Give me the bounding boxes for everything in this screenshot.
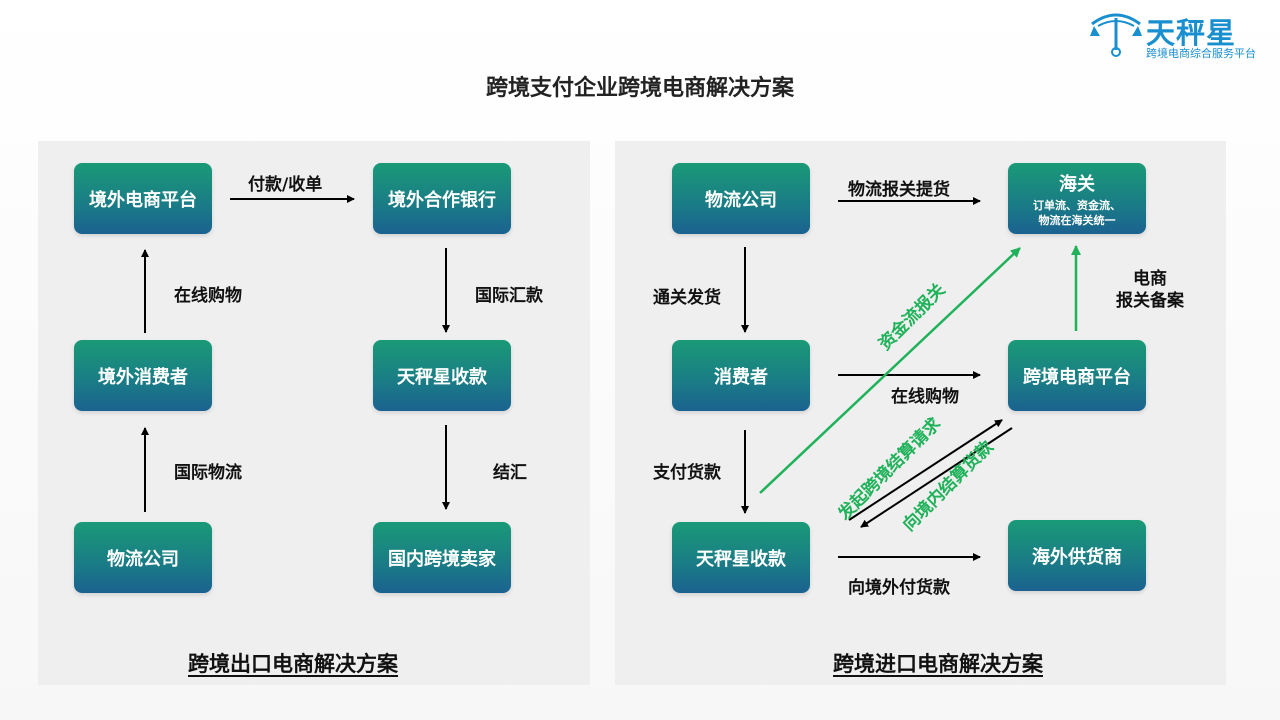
arrow-fund-to-customs xyxy=(759,247,1021,494)
import-caption: 跨境进口电商解决方案 xyxy=(833,652,1043,676)
export-box-platform: 境外电商平台 xyxy=(74,163,212,234)
export-box-collect: 天秤星收款 xyxy=(373,340,511,411)
export-box-logistics-label: 物流公司 xyxy=(107,548,179,570)
export-box-logistics: 物流公司 xyxy=(74,522,212,593)
edge-label-logistics-customs: 物流报关提货 xyxy=(848,180,950,200)
export-caption: 跨境出口电商解决方案 xyxy=(188,652,398,676)
import-box-supplier-label: 海外供货商 xyxy=(1032,546,1122,568)
edge-label-clearance-delivery: 通关发货 xyxy=(653,288,721,308)
export-box-platform-label: 境外电商平台 xyxy=(89,189,197,211)
page-title: 跨境支付企业跨境电商解决方案 xyxy=(485,76,794,101)
scale-logo-icon xyxy=(1090,13,1142,57)
edge-label-pay-overseas: 向境外付货款 xyxy=(848,578,950,598)
export-box-seller: 国内跨境卖家 xyxy=(373,522,511,593)
export-box-seller-label: 国内跨境卖家 xyxy=(388,548,496,570)
edge-label-ecom-filing: 电商 报关备案 xyxy=(1112,268,1188,312)
brand-logo: 天秤星 跨境电商综合服务平台 xyxy=(1088,10,1273,60)
edge-label-ecom-filing-line-1: 电商 xyxy=(1133,269,1167,289)
import-box-logistics-label: 物流公司 xyxy=(705,189,777,211)
import-box-platform-label: 跨境电商平台 xyxy=(1023,366,1131,388)
edge-label-settlement: 结汇 xyxy=(493,463,527,483)
import-box-platform: 跨境电商平台 xyxy=(1008,340,1146,411)
import-box-collect: 天秤星收款 xyxy=(672,522,810,593)
edge-label-intl-logistics: 国际物流 xyxy=(174,463,242,483)
import-box-supplier: 海外供货商 xyxy=(1008,520,1146,591)
import-box-consumer: 消费者 xyxy=(672,340,810,411)
export-box-bank: 境外合作银行 xyxy=(373,163,511,234)
edge-label-online-shopping: 在线购物 xyxy=(174,286,242,306)
logo-subtitle: 跨境电商综合服务平台 xyxy=(1146,47,1256,60)
export-box-consumer-label: 境外消费者 xyxy=(98,366,188,388)
import-box-collect-label: 天秤星收款 xyxy=(696,548,786,570)
edge-label-intl-remit: 国际汇款 xyxy=(475,286,543,306)
import-box-logistics: 物流公司 xyxy=(672,163,810,234)
edge-label-ecom-filing-line-2: 报关备案 xyxy=(1116,291,1184,311)
import-box-customs: 海关 订单流、资金流、 物流在海关统一 xyxy=(1008,163,1146,234)
logo-name: 天秤星 xyxy=(1146,16,1237,50)
edge-label-online-shopping-import: 在线购物 xyxy=(891,387,959,407)
arrow-collect-to-platform xyxy=(848,419,1003,521)
arrow-platform-to-collect xyxy=(860,427,1013,528)
edge-label-pay-goods: 支付货款 xyxy=(653,463,721,483)
export-box-bank-label: 境外合作银行 xyxy=(388,189,496,211)
import-box-consumer-label: 消费者 xyxy=(714,366,768,388)
import-box-customs-note-2: 物流在海关统一 xyxy=(1038,213,1116,227)
edge-label-payment: 付款/收单 xyxy=(248,175,323,195)
export-box-collect-label: 天秤星收款 xyxy=(397,366,487,388)
import-box-customs-label: 海关 xyxy=(1059,173,1095,195)
import-box-customs-note-1: 订单流、资金流、 xyxy=(1033,198,1121,212)
export-box-consumer: 境外消费者 xyxy=(74,340,212,411)
